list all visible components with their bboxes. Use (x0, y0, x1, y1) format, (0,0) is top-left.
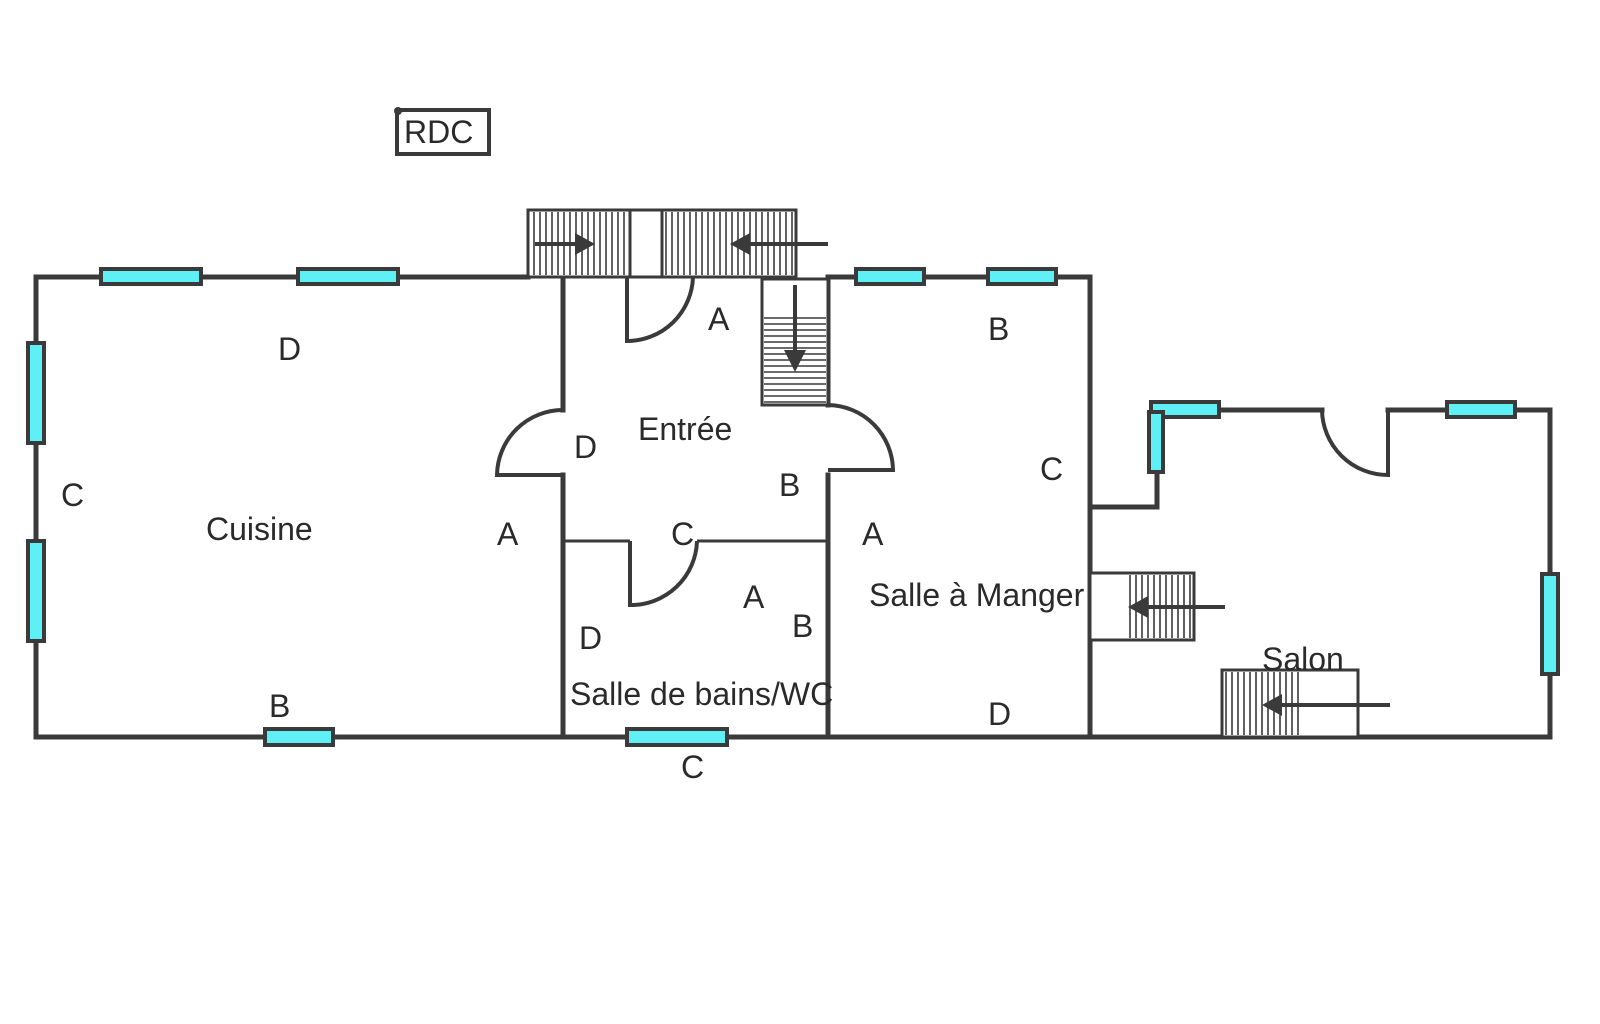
stair-arrowhead (575, 233, 595, 255)
window (1147, 410, 1165, 474)
staircase-exterior (526, 208, 828, 279)
door-salon (1320, 409, 1390, 478)
window (99, 267, 203, 286)
wall-label-bains-b: B (792, 608, 813, 644)
window (1149, 400, 1221, 419)
door-entree-front (625, 276, 695, 344)
room-label-salon: Salon (1262, 641, 1344, 677)
wall-label-manger-c: C (1040, 451, 1063, 487)
wall-label-entree-d: D (574, 429, 597, 465)
stair-arrowhead (1128, 596, 1148, 618)
doors (494, 276, 1390, 608)
wall-label-cuisine-a: A (497, 516, 519, 552)
room-label-salle-a-manger: Salle à Manger (869, 577, 1085, 613)
room-label-entree: Entrée (638, 411, 732, 447)
wall-label-cuisine-c: C (61, 477, 84, 513)
stair-arrowhead (784, 350, 806, 372)
level-tag: RDC (394, 107, 491, 156)
wall-label-entree-c: C (671, 516, 694, 552)
window (625, 727, 729, 747)
wall-salon-north-west (1087, 407, 1325, 510)
door-salle-de-bains (628, 540, 699, 608)
wall-label-manger-a: A (862, 516, 884, 552)
staircase-salon (1220, 668, 1390, 739)
level-tag-pin (394, 107, 402, 115)
window (296, 267, 400, 286)
wall-label-bains-d: D (579, 620, 602, 656)
wall-label-manger-b: B (988, 311, 1009, 347)
window (986, 267, 1058, 286)
stair-arrowhead (1262, 694, 1282, 716)
wall-label-bains-c: C (681, 749, 704, 785)
window (854, 267, 926, 286)
window (26, 539, 46, 643)
wall-label-manger-d: D (988, 696, 1011, 732)
window (1540, 572, 1560, 676)
wall-label-bains-a: A (743, 579, 765, 615)
room-label-salle-de-bains: Salle de bains/WC (570, 676, 833, 712)
windows (26, 267, 1560, 747)
stair-arrowhead (730, 233, 750, 255)
wall-label-cuisine-b: B (269, 688, 290, 724)
staircase-entree (760, 277, 830, 407)
level-tag-label: RDC (404, 114, 473, 150)
stair-treads (1225, 672, 1299, 735)
wall-label-entree-a: A (708, 301, 730, 337)
room-label-cuisine: Cuisine (206, 511, 313, 547)
wall-label-entree-b: B (779, 467, 800, 503)
staircase-manger (1088, 571, 1225, 642)
window (263, 727, 335, 747)
window (1445, 400, 1517, 419)
wall-label-cuisine-d: D (278, 331, 301, 367)
door-cuisine (494, 408, 564, 477)
level-tag-box (395, 108, 491, 156)
window (26, 341, 46, 445)
door-salle-a-manger (827, 403, 896, 472)
